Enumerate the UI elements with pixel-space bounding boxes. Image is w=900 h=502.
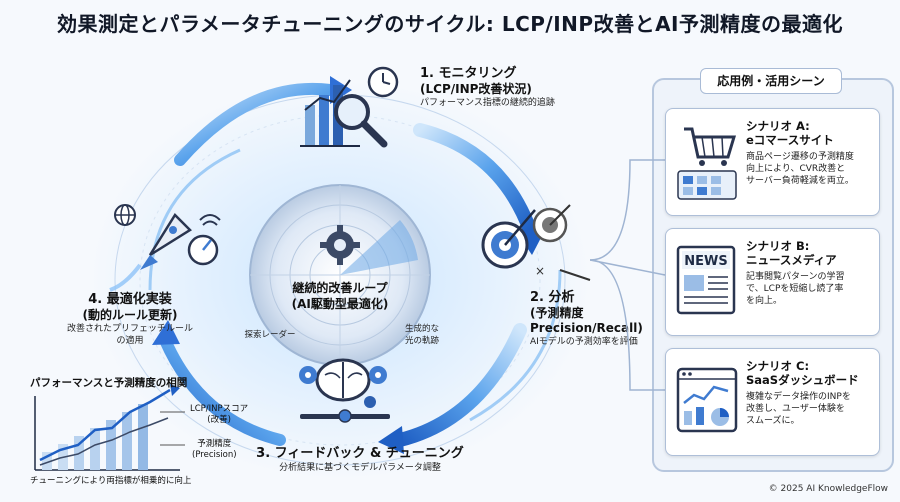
scenario-b-desc-line2: で、LCPを短縮し読了率 (746, 284, 844, 294)
correlation-bar (106, 420, 116, 470)
center-title-line1: 継続的改善ループ (292, 280, 388, 295)
scenario-c-desc-line2: 改善し、ユーザー体験を (746, 404, 845, 414)
scenario-a-text: シナリオ A: eコマースサイト 商品ページ遷移の予測精度 向上により、CVR改… (746, 119, 874, 187)
label-light-line1: 生成的な (405, 323, 439, 334)
stage-3-title: 3. フィードバック & チューニング (256, 446, 464, 461)
clock-icon (367, 66, 399, 98)
gears-icon (299, 366, 387, 408)
correlation-line-lcp (39, 388, 171, 462)
scenario-a-title-line2: eコマースサイト (746, 133, 834, 147)
scenario-c-text: シナリオ C: SaaSダッシュボード 複雑なデータ操作のINPを 改善し、ユー… (746, 359, 874, 427)
wifi-icon (199, 214, 221, 226)
scenario-a-title-line1: シナリオ A: (746, 119, 810, 133)
newspaper-icon: NEWS (676, 245, 736, 315)
page-title: 効果測定とパラメータチューニングのサイクル: LCP/INP改善とAI予測精度の… (56, 12, 843, 36)
scenario-a-desc-line2: 向上により、CVR改善と (746, 164, 846, 174)
connector-line (590, 159, 665, 261)
brain-icon (315, 358, 371, 402)
stage-4-title: 4. 最適化実装 (88, 292, 172, 307)
correlation-bar (42, 452, 52, 470)
scenario-card-b[interactable]: NEWS シナリオ B: ニュースメディア 記事閲覧パターンの学習 で、LCPを… (665, 228, 880, 336)
rocket-icon (109, 213, 192, 292)
arrowhead (170, 384, 180, 396)
correlation-bar (122, 412, 132, 470)
svg-text:×: × (535, 264, 545, 278)
correlation-precision-label: 予測精度 (Precision) (192, 439, 237, 461)
scenario-b-desc-line1: 記事閲覧パターンの学習 (746, 272, 845, 282)
connector-line (590, 259, 665, 391)
correlation-precision-label-line2: (Precision) (192, 450, 237, 460)
newspaper-icon-text: NEWS (684, 254, 727, 269)
gear-icon (320, 225, 360, 265)
correlation-line-precision (39, 417, 169, 466)
correlation-lcp-label: LCP/INPスコア (改善) (190, 404, 248, 426)
stage-1-subtitle: (LCP/INP改善状況) (420, 82, 532, 96)
scenario-b-title-line2: ニュースメディア (746, 253, 837, 267)
scenario-a-desc-line3: サーバー負荷軽減を両立。 (746, 176, 854, 186)
scenario-b-desc-line3: を向上。 (746, 296, 783, 306)
stage-1-desc: パフォーマンス指標の継続的追跡 (420, 98, 555, 108)
stage-4-subtitle: (動的ルール更新) (82, 308, 178, 322)
correlation-bar (90, 428, 100, 470)
copyright: © 2025 AI KnowledgeFlow (768, 484, 888, 494)
correlation-lcp-label-line2: (改善) (207, 415, 231, 425)
scenario-c-desc-line3: スムーズに。 (746, 416, 800, 426)
magnifier-icon (334, 94, 388, 148)
scenario-card-c[interactable]: シナリオ C: SaaSダッシュボード 複雑なデータ操作のINPを 改善し、ユー… (665, 348, 880, 456)
correlation-bar (138, 404, 148, 470)
center-title-line2: (AI駆動型最適化) (292, 296, 389, 311)
cycle-arrow-bottom-right (393, 323, 527, 447)
correlation-precision-label-line1: 予測精度 (197, 439, 232, 449)
light-streak (469, 269, 562, 422)
correlation-caption: チューニングにより両指標が相乗的に向上 (30, 476, 192, 486)
scenario-c-desc-line1: 複雑なデータ操作のINPを (746, 392, 851, 402)
stage-2-desc: AIモデルの予測効率を評価 (530, 337, 638, 347)
cycle-arrow-bottom-left (159, 334, 286, 446)
stage-4-desc-line2: の適用 (116, 336, 144, 346)
scenario-c-title-line1: シナリオ C: (746, 359, 810, 373)
cycle-arrow-top-right (413, 123, 537, 237)
scenario-card-a[interactable]: シナリオ A: eコマースサイト 商品ページ遷移の予測精度 向上により、CVR改… (665, 108, 880, 216)
target-icon: × (481, 204, 591, 281)
stage-4-desc-line1: 改善されたプリフェッチルール (66, 324, 193, 334)
globe-icon (114, 204, 136, 226)
correlation-title: パフォーマンスと予測精度の相関 (30, 377, 188, 389)
scenario-c-title-line2: SaaSダッシュボード (746, 373, 859, 387)
correlation-chart (34, 384, 185, 471)
correlation-lcp-label-line1: LCP/INPスコア (190, 404, 249, 414)
stage-2-subtitle-line1: (予測精度 (530, 306, 584, 320)
shopping-cart-icon (677, 127, 737, 200)
use-case-panel-heading: 応用例・活用シーン (700, 68, 842, 94)
stage-1-label: 1. モニタリング (LCP/INP改善状況) パフォーマンス指標の継続的追跡 (420, 66, 650, 109)
stage-2-label: 2. 分析 (予測精度 Precision/Recall) AIモデルの予測効率… (530, 290, 650, 348)
scenario-b-text: シナリオ B: ニュースメディア 記事閲覧パターンの学習 で、LCPを短縮し読了… (746, 239, 874, 307)
label-radar: 探索レーダー (244, 329, 295, 340)
label-light-line2: 光の軌跡 (405, 335, 440, 346)
arrowhead (152, 320, 180, 345)
stage-2-subtitle-line2: Precision/Recall) (530, 321, 643, 335)
scenario-a-desc-line1: 商品ページ遷移の予測精度 (746, 152, 854, 162)
connector-lines (590, 159, 666, 391)
radar-sweep (340, 220, 418, 275)
scenario-b-title-line1: シナリオ B: (746, 239, 810, 253)
gauge-icon (187, 234, 219, 266)
dashboard-icon (676, 367, 738, 433)
connector-line (590, 259, 666, 276)
arrowhead (378, 426, 404, 454)
stage-3-desc: 分析結果に基づくモデルパラメータ調整 (279, 463, 441, 473)
stage-4-label: 4. 最適化実装 (動的ルール更新) 改善されたプリフェッチルール の適用 (40, 292, 220, 347)
cycle-diagram: × 継続的改善ループ (AI駆動型最適化) 探索レーダ (34, 66, 591, 480)
cycle-arrow-top-left (174, 82, 336, 166)
stage-3-label: 3. フィードバック & チューニング 分析結果に基づくモデルパラメータ調整 (245, 446, 475, 474)
stage-2-title: 2. 分析 (530, 290, 575, 305)
light-streak (148, 148, 241, 291)
slider-icon (300, 409, 390, 423)
stage-1-title: 1. モニタリング (420, 66, 517, 81)
